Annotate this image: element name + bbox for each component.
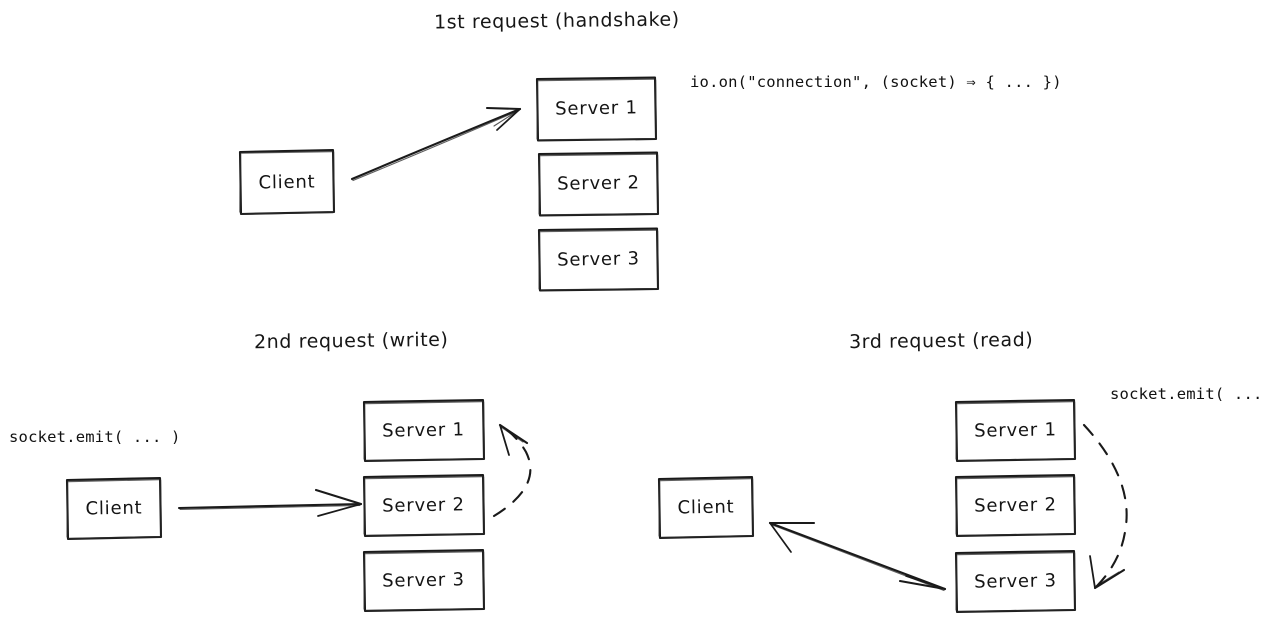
handshake-arrow-client-to-server1 xyxy=(350,106,522,182)
handshake-server-3-box xyxy=(537,227,660,292)
write-client-box xyxy=(65,476,163,541)
write-dashed-arrow-server2-to-server1 xyxy=(492,423,532,518)
code-annotation-io-on-connection: io.on("connection", (socket) ⇒ { ... }) xyxy=(690,73,1062,91)
handshake-client-box xyxy=(238,148,336,216)
write-server-1-label: Server 1 xyxy=(382,419,465,442)
handshake-server-2-box xyxy=(537,151,660,217)
read-server-3-label: Server 3 xyxy=(974,570,1057,593)
read-server-1-box xyxy=(954,398,1077,463)
read-client-box xyxy=(657,475,755,540)
write-server-3-box xyxy=(362,548,486,613)
read-client-label: Client xyxy=(677,496,735,519)
read-dashed-arrow-server1-to-server3 xyxy=(1082,423,1128,590)
handshake-client-label: Client xyxy=(258,171,316,194)
write-server-2-box xyxy=(362,473,486,538)
handshake-server-1-label: Server 1 xyxy=(555,97,638,120)
read-arrow-client-server3 xyxy=(768,521,947,592)
code-annotation-socket-emit-write: socket.emit( ... ) xyxy=(9,428,181,446)
write-client-label: Client xyxy=(85,497,143,520)
read-server-3-box xyxy=(954,549,1077,614)
section-heading-handshake: 1st request (handshake) xyxy=(433,8,680,34)
handshake-server-3-label: Server 3 xyxy=(557,248,640,271)
read-server-1-label: Server 1 xyxy=(974,419,1057,442)
read-server-2-box xyxy=(954,473,1077,538)
code-annotation-socket-emit-read: socket.emit( ... ) xyxy=(1110,385,1271,403)
handshake-server-2-label: Server 2 xyxy=(557,172,640,195)
write-server-2-label: Server 2 xyxy=(382,494,465,517)
write-arrow-client-to-server2 xyxy=(177,488,363,517)
read-server-2-label: Server 2 xyxy=(974,494,1057,517)
section-heading-write: 2nd request (write) xyxy=(253,328,449,354)
handshake-server-1-box xyxy=(535,76,658,142)
section-heading-read: 3rd request (read) xyxy=(848,328,1034,354)
write-server-3-label: Server 3 xyxy=(382,569,465,592)
write-server-1-box xyxy=(362,398,486,463)
